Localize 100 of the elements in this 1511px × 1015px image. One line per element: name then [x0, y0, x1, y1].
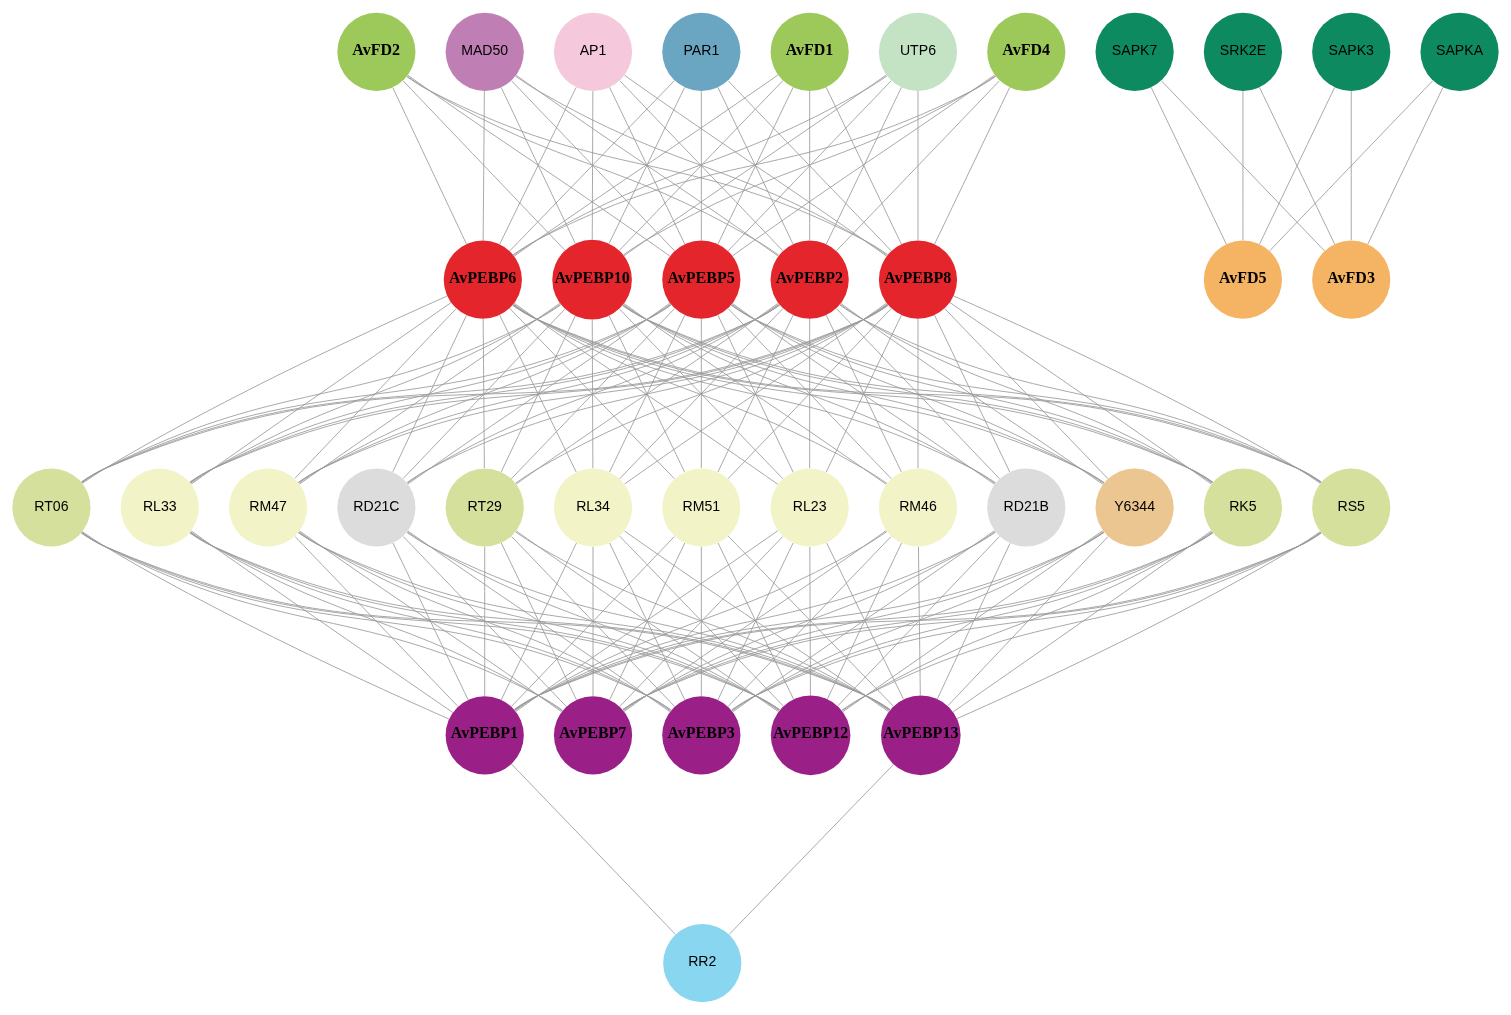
connector	[825, 86, 902, 245]
connector	[482, 90, 485, 241]
node-circle: AP1	[553, 12, 633, 91]
node-circle: AvPEBP8	[878, 240, 958, 319]
connector	[622, 304, 1105, 484]
connector	[731, 531, 1104, 712]
connector	[953, 530, 1212, 713]
connector	[727, 308, 892, 480]
connector	[1259, 86, 1336, 245]
connector	[407, 74, 671, 257]
connector	[1367, 86, 1444, 245]
connector	[623, 75, 996, 256]
connector	[953, 295, 1321, 484]
node-circle: AvPEBP1	[445, 696, 524, 775]
connector	[731, 303, 1104, 484]
connector	[700, 90, 702, 241]
node-circle: RT29	[445, 468, 524, 547]
connector	[623, 531, 996, 712]
connector	[622, 531, 1105, 711]
connector	[728, 764, 894, 935]
connector	[809, 318, 811, 469]
connector	[298, 304, 780, 483]
connector	[392, 315, 467, 473]
connector	[619, 308, 784, 480]
connector	[842, 530, 1104, 713]
connector	[500, 542, 577, 701]
node-circle: AvFD3	[1312, 240, 1391, 319]
connector	[918, 546, 921, 696]
connector	[402, 308, 566, 479]
connector	[837, 536, 1000, 707]
connector	[512, 304, 997, 484]
connector	[700, 546, 702, 697]
node-circle: SAPK3	[1312, 12, 1391, 91]
connector	[731, 304, 1213, 483]
node-circle: PAR1	[662, 12, 741, 91]
node-circle: SAPK7	[1095, 12, 1174, 91]
connector	[406, 532, 890, 711]
connector	[514, 531, 1105, 711]
connector	[937, 542, 1011, 700]
connector	[809, 90, 811, 241]
connector	[190, 530, 454, 713]
connector	[81, 531, 450, 720]
connector	[81, 304, 672, 483]
node-circle: RR2	[663, 924, 742, 1003]
connector	[406, 531, 780, 712]
node-circle: RD21B	[987, 468, 1066, 547]
connector	[189, 304, 781, 483]
connector	[956, 531, 1321, 719]
connector	[839, 303, 1213, 484]
connector	[917, 90, 919, 241]
connector	[732, 303, 995, 485]
connector	[294, 308, 457, 479]
connector	[1161, 80, 1325, 252]
connector	[189, 532, 781, 711]
connector	[841, 531, 1213, 712]
node-circle: RL34	[553, 468, 633, 547]
node-circle: Y6344	[1095, 468, 1174, 547]
connector	[591, 90, 594, 240]
node-circle: AvFD2	[337, 12, 416, 91]
connector	[81, 304, 562, 484]
connector	[189, 532, 672, 711]
connector	[81, 532, 564, 711]
connector	[592, 546, 594, 697]
connector	[407, 530, 671, 713]
connector	[622, 305, 1214, 483]
node-circle: AvPEBP13	[881, 695, 961, 776]
node-circle: SAPKA	[1420, 12, 1499, 91]
connector	[407, 302, 671, 485]
node-circle: RM47	[229, 468, 308, 547]
node-circle: RM51	[662, 468, 741, 547]
node-circle: MAD50	[445, 12, 524, 91]
connector	[81, 532, 672, 711]
connector	[190, 303, 561, 484]
connector	[934, 314, 1011, 473]
node-circle: RL23	[770, 468, 849, 547]
connector	[934, 86, 1011, 245]
node-circle: AvPEBP3	[662, 696, 741, 775]
connector	[839, 304, 1322, 483]
connector	[1269, 80, 1433, 252]
connector	[484, 546, 486, 697]
connector	[700, 318, 702, 469]
connector	[944, 308, 1109, 480]
connector	[947, 536, 1109, 707]
node-circle: RT06	[12, 468, 91, 547]
connector	[609, 542, 686, 701]
connector	[406, 304, 889, 483]
connector	[299, 302, 561, 485]
connector	[190, 531, 563, 712]
connector	[836, 308, 1001, 480]
connector	[294, 536, 459, 707]
connector	[510, 763, 676, 935]
node-circle: RM46	[878, 468, 958, 547]
node-circle: RL33	[120, 468, 199, 547]
node-circle: RS5	[1312, 468, 1391, 547]
connector	[809, 546, 811, 696]
node-circle: RK5	[1203, 468, 1282, 547]
node-circle: AvFD4	[987, 12, 1066, 91]
connector	[732, 74, 995, 257]
connector	[402, 80, 566, 251]
connector	[514, 531, 997, 711]
